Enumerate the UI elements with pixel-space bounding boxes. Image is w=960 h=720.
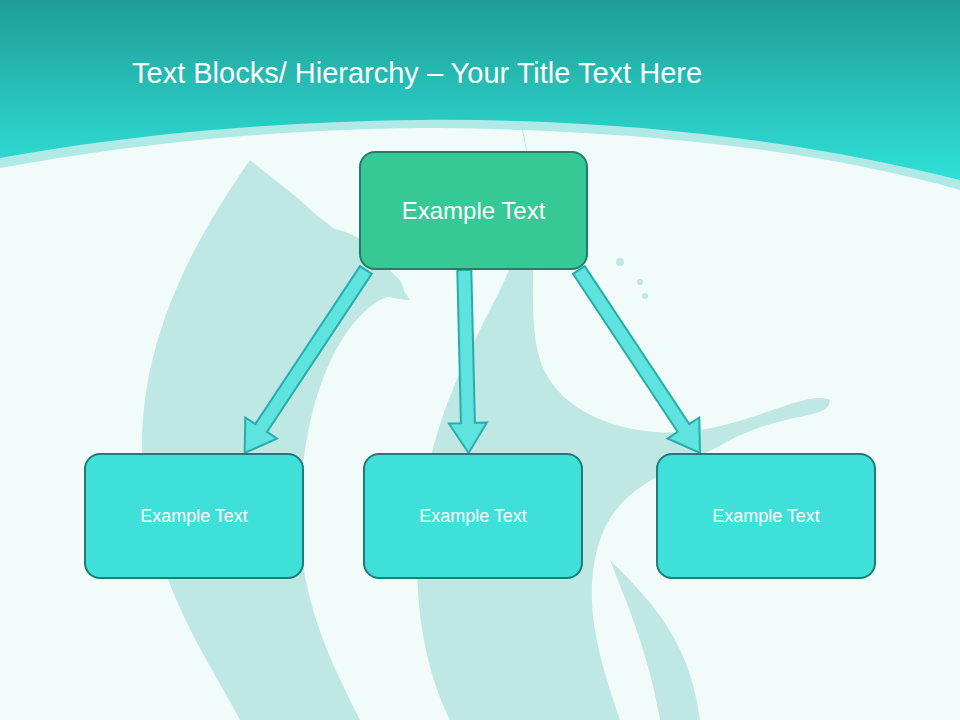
box-text: Example Text bbox=[712, 506, 820, 527]
slide-title: Text Blocks/ Hierarchy – Your Title Text… bbox=[132, 57, 702, 90]
box-text: Example Text bbox=[419, 506, 527, 527]
child-box: Example Text bbox=[84, 453, 304, 579]
block-arrow bbox=[449, 270, 487, 453]
block-arrow bbox=[245, 266, 372, 453]
parent-box: Example Text bbox=[359, 151, 588, 270]
child-box: Example Text bbox=[656, 453, 876, 579]
child-box: Example Text bbox=[363, 453, 583, 579]
block-arrow bbox=[573, 266, 700, 453]
paint-splash bbox=[142, 120, 830, 720]
box-text: Example Text bbox=[140, 506, 248, 527]
box-text: Example Text bbox=[402, 197, 546, 225]
